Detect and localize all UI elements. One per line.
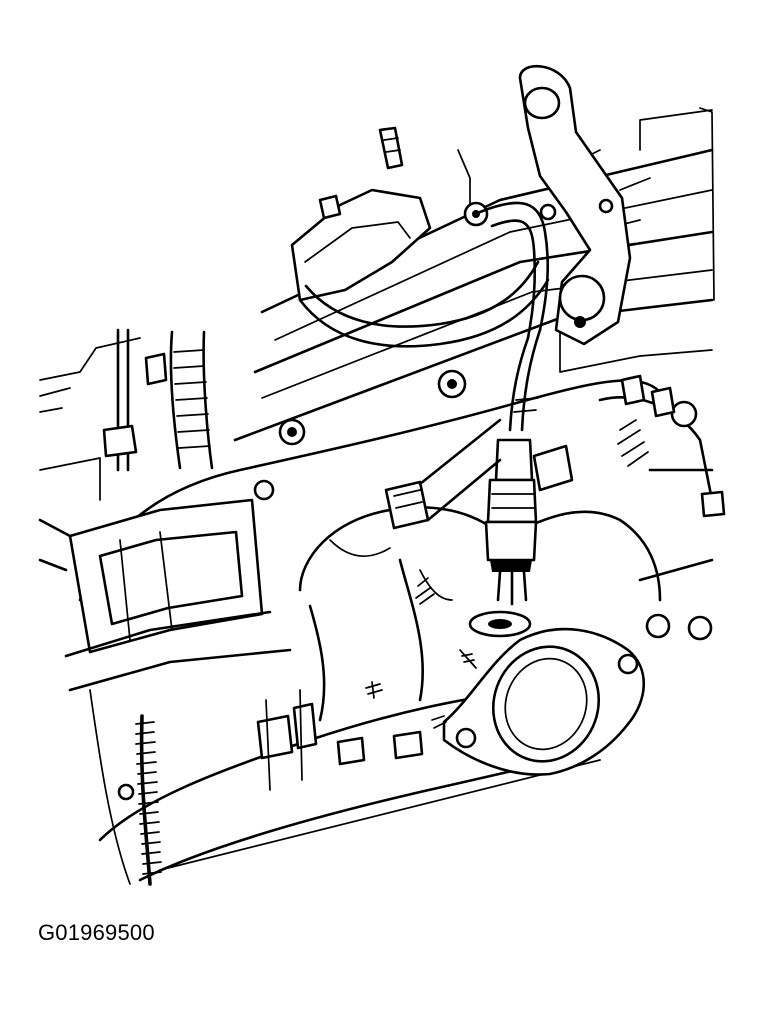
lower-studs — [117, 689, 424, 801]
engine-line-illustration — [38, 64, 726, 886]
oxygen-sensor — [468, 328, 542, 638]
stipple-marks — [365, 577, 477, 729]
serrated-edge — [89, 689, 162, 886]
figure-code: G01969500 — [38, 920, 155, 945]
exhaust-flange — [442, 627, 646, 776]
left-hose-and-post — [39, 328, 214, 501]
upper-connector-cluster — [290, 126, 550, 348]
support-bracket — [518, 64, 632, 346]
block-bolts — [253, 369, 467, 501]
left-frame — [38, 498, 292, 692]
right-housing — [598, 374, 726, 641]
harness-plug — [384, 418, 574, 530]
